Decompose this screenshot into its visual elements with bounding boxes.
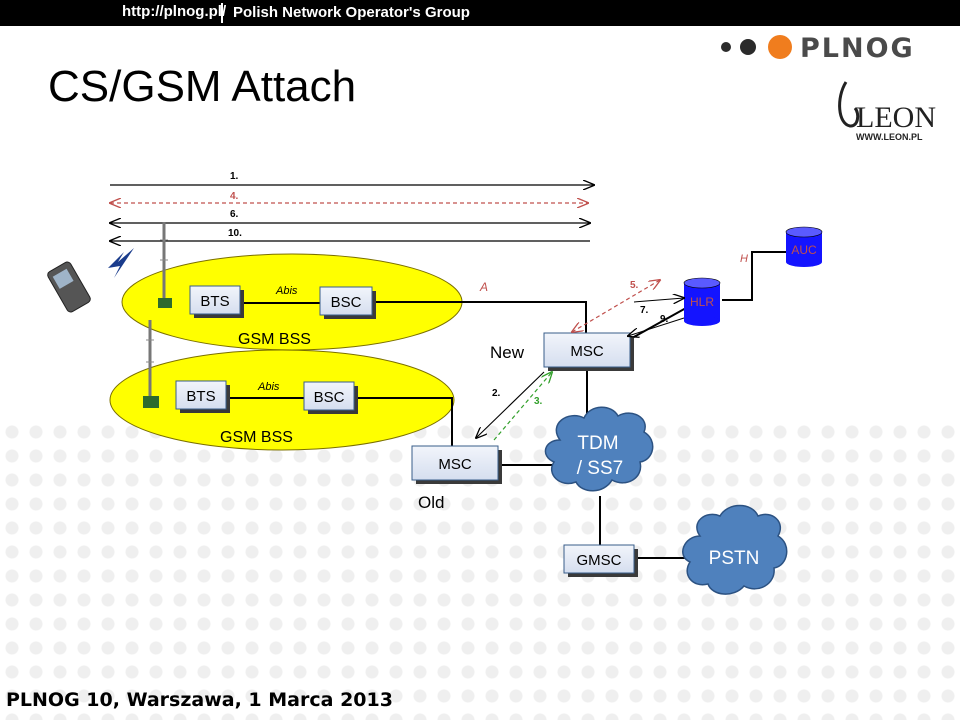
msc-old-label: MSC (438, 456, 472, 473)
new-label: New (490, 343, 525, 362)
bsc-top-label: BSC (331, 294, 362, 311)
bts-bottom-box (175, 380, 230, 413)
leon-wordmark: LEON (856, 101, 936, 134)
ss7-label: / SS7 (577, 458, 623, 479)
bts-top-label: BTS (200, 293, 229, 310)
msc-new-box (543, 332, 634, 371)
msc-new-label: MSC (570, 343, 604, 360)
tdm-ss7-cloud-icon (544, 406, 654, 492)
pstn-cloud-icon (682, 504, 788, 595)
auc-label: AUC (791, 243, 817, 257)
plnog-wordmark: PLNOG (800, 33, 915, 64)
arrow-3-label: 3. (534, 396, 543, 407)
gsm-bss-top-label: GSM BSS (238, 331, 311, 348)
plnog-dot-small-icon (721, 42, 731, 52)
arrow-6-label: 6. (230, 209, 239, 220)
bsc-bottom-label: BSC (314, 389, 345, 406)
plnog-dot-medium-icon (740, 39, 756, 55)
hlr-database-icon (683, 277, 721, 326)
radio-link-icon (108, 248, 134, 278)
msc-hlr-arrows: 5. 7. 9. (572, 280, 684, 336)
gsm-bss-bottom-label: GSM BSS (220, 429, 293, 446)
arrow-1-label: 1. (230, 171, 239, 182)
msc-old-box (411, 445, 502, 484)
arrow-5-label: 5. (630, 280, 639, 291)
header-bar: http://plnog.pl/ Polish Network Operator… (0, 0, 960, 26)
bts-tower-top-icon (158, 222, 172, 308)
leon-swirl-icon (838, 81, 860, 128)
header-url: http://plnog.pl/ (122, 3, 227, 20)
bts-tower-bottom-icon (143, 320, 159, 408)
gsm-bss-bottom-area (109, 349, 455, 451)
header-group-name: Polish Network Operator's Group (233, 4, 470, 21)
arrow-4-label: 4. (230, 191, 239, 202)
gmsc-label: GMSC (577, 552, 622, 569)
bsc-top-box (319, 286, 376, 319)
abis-top-label: Abis (275, 285, 298, 297)
old-label: Old (418, 493, 444, 512)
bsc-bottom-box (303, 381, 358, 414)
mobile-phone-icon (47, 261, 91, 313)
h-interface-label: H (740, 253, 748, 265)
bts-bottom-label: BTS (186, 388, 215, 405)
pstn-label: PSTN (709, 548, 760, 569)
msc-msc-arrows: 2. 3. (476, 372, 552, 441)
tdm-label: TDM (577, 433, 618, 454)
auc-database-icon (785, 226, 823, 267)
arrow-2-label: 2. (492, 388, 501, 399)
a-interface-label: A (479, 280, 488, 294)
leon-logo: LEON WWW.LEON.PL (838, 81, 936, 142)
slide-title: CS/GSM Attach (48, 62, 357, 111)
arrow-10-label: 10. (228, 228, 242, 239)
plnog-dot-orange-icon (768, 35, 792, 59)
bts-top-box (189, 285, 244, 318)
header-separator (221, 3, 223, 23)
leon-url: WWW.LEON.PL (856, 132, 923, 142)
arrow-7-label: 7. (640, 305, 649, 316)
abis-bottom-label: Abis (257, 381, 280, 393)
slide-footer: PLNOG 10, Warszawa, 1 Marca 2013 (6, 689, 393, 711)
plnog-logo: PLNOG (721, 33, 915, 64)
gmsc-box (563, 544, 638, 577)
hlr-label: HLR (690, 295, 714, 309)
arrow-9-label: 9. (660, 314, 669, 325)
attach-arrows-top: 1. 4. 6. 10. (110, 171, 594, 241)
